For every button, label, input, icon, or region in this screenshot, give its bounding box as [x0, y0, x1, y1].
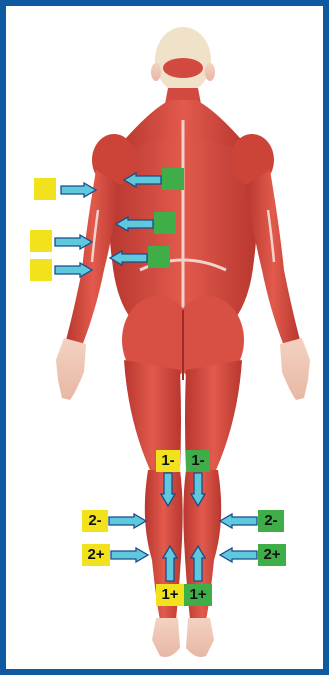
arrow-left-upper: [122, 172, 162, 188]
label-2-plus-right: 2+: [258, 544, 286, 566]
arrow-left-calf-mid: [218, 513, 258, 529]
label-2-minus-right: 2-: [258, 510, 284, 532]
yellow-square-lower: [30, 259, 52, 281]
arrow-down-right: [190, 472, 206, 508]
label-2-minus-left: 2-: [82, 510, 108, 532]
right-hand: [280, 338, 310, 400]
label-1-minus-right: 1-: [186, 450, 210, 472]
arrow-right-mid: [54, 234, 94, 250]
arrow-up-left: [162, 544, 178, 582]
green-square-lower: [148, 246, 170, 268]
left-hand: [56, 338, 86, 400]
green-square-upper: [162, 168, 184, 190]
label-1-plus-left: 1+: [156, 584, 184, 606]
arrow-right-upper: [60, 182, 98, 198]
arrow-down-left: [160, 472, 176, 508]
arrow-right-calf-mid: [108, 513, 148, 529]
arrow-right-calf-low: [110, 547, 150, 563]
arrow-left-lower: [108, 250, 148, 266]
label-1-minus-left: 1-: [156, 450, 180, 472]
label-1-plus-right: 1+: [184, 584, 212, 606]
arrow-up-right: [190, 544, 206, 582]
image-panel: 1- 1- 2- 2- 2+ 2+ 1+ 1+: [6, 6, 323, 669]
yellow-square-upper: [34, 178, 56, 200]
arrow-right-lower: [54, 262, 94, 278]
label-2-plus-left: 2+: [82, 544, 110, 566]
yellow-square-mid: [30, 230, 52, 252]
left-foot: [152, 618, 180, 657]
right-foot: [186, 618, 214, 657]
arrow-left-mid: [114, 216, 154, 232]
green-square-mid: [154, 212, 176, 234]
arrow-left-calf-low: [218, 547, 258, 563]
